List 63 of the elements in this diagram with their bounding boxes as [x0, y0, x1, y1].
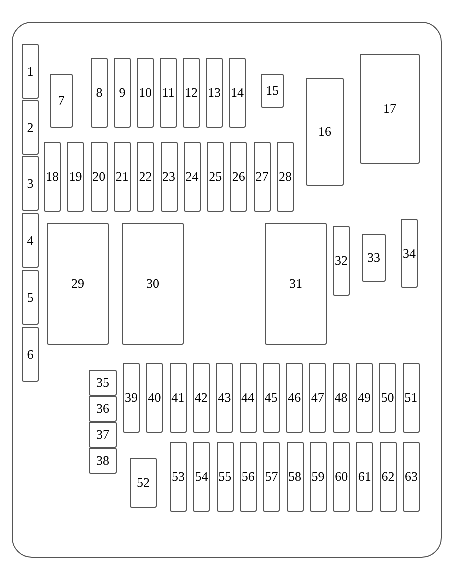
fuse-slot: 10: [137, 58, 154, 128]
relay-slot: 17: [360, 54, 420, 164]
fuse-slot: 40: [146, 363, 164, 433]
fuse-slot: 51: [402, 363, 420, 433]
fuse-slot: 61: [356, 442, 374, 512]
relay-slot: 31: [265, 223, 327, 345]
fuse-slot: 13: [206, 58, 223, 128]
fuse-slot: 45: [262, 363, 280, 433]
fuse-slot: 26: [230, 142, 248, 212]
fuse-slot: 20: [90, 142, 108, 212]
fuse-slot: 41: [170, 363, 187, 433]
fuse-slot: 2: [22, 100, 39, 155]
fuse-slot: 32: [333, 226, 350, 296]
fuse-slot: 4: [22, 213, 39, 268]
fuse-slot: 7: [50, 74, 73, 128]
fuse-slot: 57: [263, 442, 280, 512]
fuse-slot: 58: [286, 442, 304, 512]
fuse-slot: 44: [240, 363, 256, 433]
fuse-slot: 9: [114, 58, 131, 128]
fuse-slot: 22: [137, 142, 154, 212]
fuse-slot: 19: [67, 142, 84, 212]
fuse-slot: 27: [254, 142, 271, 212]
fuse-slot: 46: [286, 363, 304, 433]
relay-slot: 29: [47, 223, 109, 345]
fuse-slot: 21: [114, 142, 131, 212]
fuse-slot: 23: [160, 142, 178, 212]
fuse-slot: 34: [401, 219, 418, 288]
fuse-slot: 54: [193, 442, 210, 512]
fuse-slot: 59: [310, 442, 327, 512]
fuse-slot: 50: [379, 363, 396, 433]
fuse-slot: 36: [89, 396, 117, 422]
fuse-slot: 11: [160, 58, 177, 128]
fuse-slot: 15: [261, 74, 284, 108]
fuse-slot: 35: [89, 370, 117, 396]
fuse-slot: 49: [356, 363, 373, 433]
fuse-slot: 33: [362, 234, 386, 282]
fuse-slot: 48: [332, 363, 350, 433]
relay-slot: 30: [122, 223, 184, 345]
fuse-slot: 60: [333, 442, 350, 512]
fuse-slot: 63: [403, 442, 420, 512]
fuse-slot: 1: [22, 44, 39, 99]
fuse-slot: 56: [240, 442, 257, 512]
fuse-slot: 55: [216, 442, 234, 512]
fuse-slot: 12: [183, 58, 200, 128]
fuse-slot: 62: [380, 442, 397, 512]
fuse-slot: 3: [22, 156, 39, 211]
fuse-slot: 52: [130, 458, 157, 508]
fuse-slot: 42: [192, 363, 210, 433]
fuse-slot: 38: [89, 448, 117, 474]
fuse-slot: 14: [229, 58, 246, 128]
fuse-slot: 37: [89, 422, 117, 448]
fuse-slot: 24: [184, 142, 201, 212]
fuse-slot: 28: [277, 142, 294, 212]
fuse-slot: 39: [123, 363, 140, 433]
fuse-slot: 5: [22, 270, 39, 325]
fuse-slot: 8: [91, 58, 108, 128]
fuse-slot: 53: [170, 442, 187, 512]
fuse-slot: 47: [309, 363, 326, 433]
fuse-slot: 43: [216, 363, 234, 433]
fuse-slot: 6: [22, 327, 39, 382]
fuse-slot: 18: [44, 142, 61, 212]
relay-slot: 16: [306, 78, 344, 186]
fuse-slot: 25: [207, 142, 224, 212]
